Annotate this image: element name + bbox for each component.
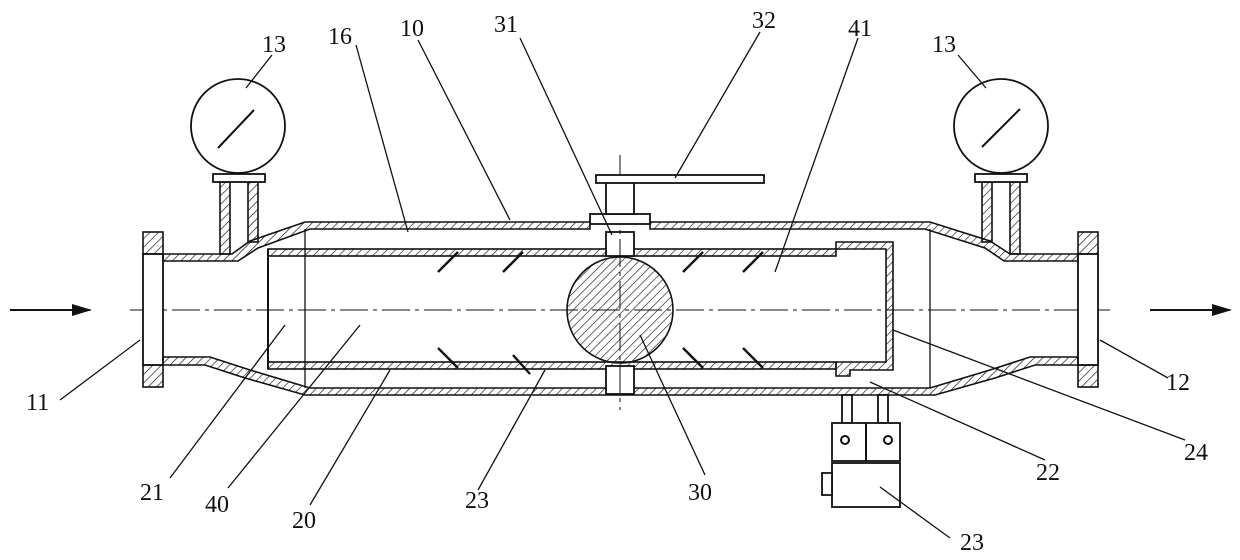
- drain-actuator-23: [821, 394, 901, 508]
- label-30: 30: [688, 480, 712, 506]
- label-41: 41: [848, 16, 872, 42]
- label-10: 10: [400, 16, 424, 42]
- label-13-left: 13: [262, 32, 286, 58]
- label-20: 20: [292, 508, 316, 534]
- label-13-right: 13: [932, 32, 956, 58]
- label-11: 11: [26, 390, 49, 416]
- label-40: 40: [205, 492, 229, 518]
- label-31: 31: [494, 12, 518, 38]
- label-21: 21: [140, 480, 164, 506]
- pressure-gauge-left: [190, 78, 286, 255]
- label-32: 32: [752, 8, 776, 34]
- label-12: 12: [1166, 370, 1190, 396]
- valve-handle-32: [589, 174, 765, 225]
- label-22: 22: [1036, 460, 1060, 486]
- filter-slots: [437, 251, 764, 375]
- ball-valve-30: [566, 155, 674, 410]
- inlet-flange: [142, 231, 164, 388]
- label-24: 24: [1184, 440, 1208, 466]
- leader-lines: [59, 31, 1186, 539]
- pressure-gauge-right: [953, 78, 1049, 255]
- inner-filter-tube-40: [267, 241, 894, 377]
- label-23-middle: 23: [465, 488, 489, 514]
- label-23-bottom: 23: [960, 530, 984, 556]
- outer-housing-10: [162, 221, 1079, 396]
- label-16: 16: [328, 24, 352, 50]
- outlet-flange: [1077, 231, 1099, 388]
